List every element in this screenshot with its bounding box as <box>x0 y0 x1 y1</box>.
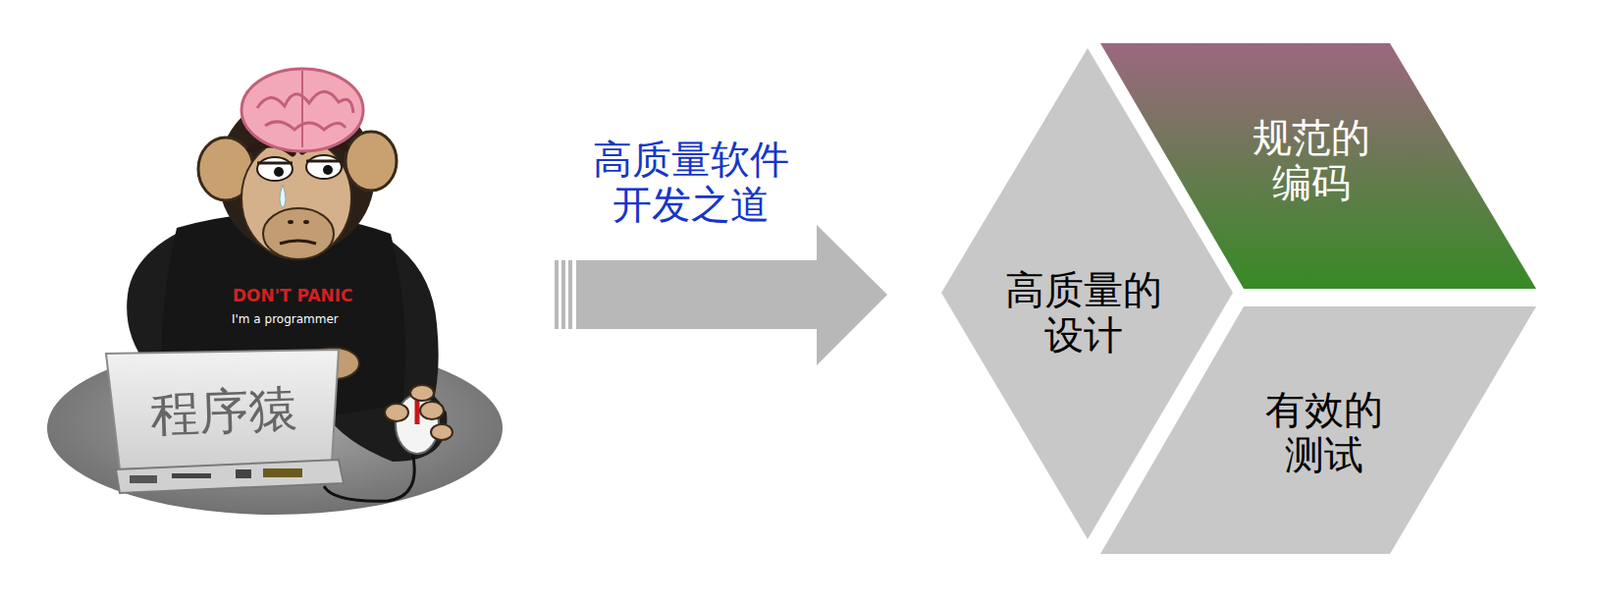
node-shape: 有效的 测试 <box>1100 306 1537 554</box>
laptop-text: 程序猿 <box>149 380 299 443</box>
monkey-illustration <box>47 68 503 515</box>
shirt-text: DON'T PANIC <box>232 286 354 307</box>
node-label: 规范的 编码 <box>1252 114 1371 206</box>
shirt-subtext: I'm a programmer <box>231 313 339 327</box>
node-shape: 规范的 编码 <box>1100 43 1537 289</box>
coding-parallelogram-fill <box>1100 43 1537 289</box>
node-label: 有效的 测试 <box>1265 386 1384 478</box>
block-arrow <box>554 224 888 366</box>
node-label: 高质量的 设计 <box>1005 266 1163 358</box>
testing-parallelogram-fill <box>1100 306 1537 554</box>
arrow-caption: 高质量软件 开发之道 <box>592 136 790 227</box>
